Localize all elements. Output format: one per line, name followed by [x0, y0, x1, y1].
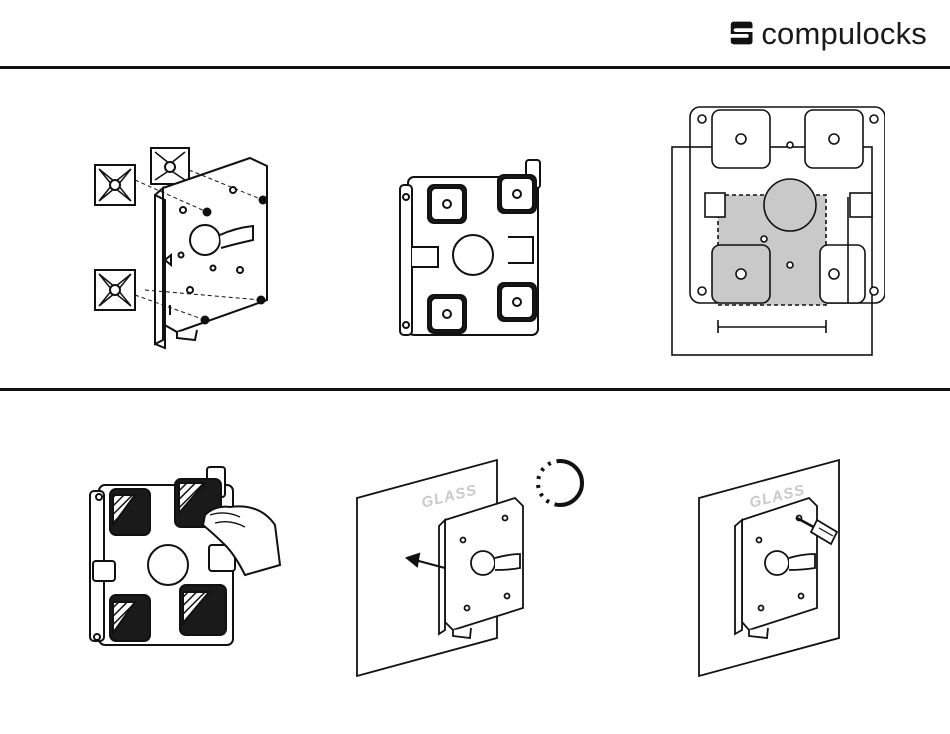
middle-divider — [0, 388, 950, 391]
step-4-illustration — [85, 465, 285, 650]
step-6-illustration: GLASS — [697, 458, 847, 678]
brand-name: compulocks — [761, 18, 927, 49]
step-2-illustration — [398, 155, 548, 345]
suction-pad-bottom-left-icon — [95, 270, 135, 310]
compulocks-logo-icon — [727, 18, 755, 48]
timer-icon — [538, 461, 582, 505]
step-3-illustration — [670, 105, 885, 357]
suction-pad-top-left-icon — [95, 165, 135, 205]
top-divider — [0, 66, 950, 69]
brand-logo: compulocks — [727, 16, 927, 50]
suction-pad-top-icon — [151, 148, 189, 184]
step-1-illustration — [85, 140, 285, 355]
step-5-illustration: GLASS — [355, 458, 600, 678]
